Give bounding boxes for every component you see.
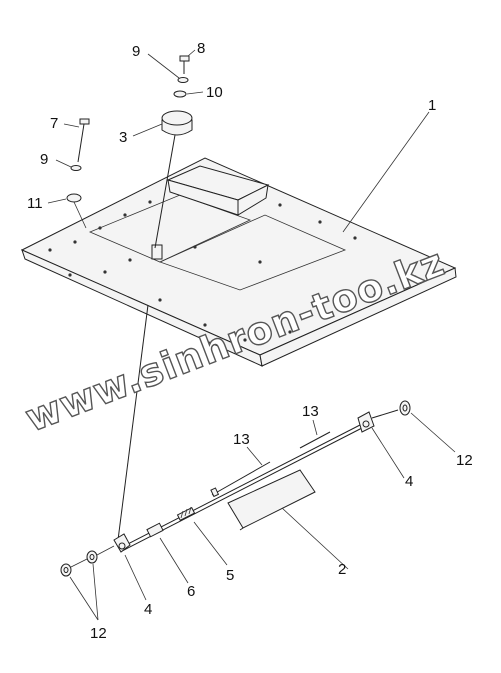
callout-4-right: 4: [405, 473, 413, 490]
callout-8: 8: [197, 40, 205, 57]
callout-13-left: 13: [233, 431, 250, 448]
bushing-6: [146, 522, 164, 538]
washer-9-top: [177, 77, 189, 83]
washer-9-left: [70, 165, 82, 171]
floor-panel: [20, 157, 457, 367]
panel-holes: [48, 200, 417, 342]
callout-2: 2: [338, 561, 346, 578]
link-rod: [117, 304, 149, 541]
nut-10: [173, 90, 187, 98]
callout-9-top: 9: [132, 43, 140, 60]
callout-12-left: 12: [90, 625, 107, 642]
callouts: 1 2 3 4 4 5 6 7 8 9 9 10 11 12 12 13 13: [27, 40, 473, 642]
callout-9-left: 9: [40, 151, 48, 168]
callout-1: 1: [428, 97, 436, 114]
bolt-7: [77, 118, 90, 163]
grommet-11: [66, 193, 82, 203]
lever-13b: [299, 431, 331, 449]
callout-5: 5: [226, 567, 234, 584]
callout-4-left: 4: [144, 601, 152, 618]
bracket-4-left: [113, 533, 131, 553]
callout-6: 6: [187, 583, 195, 600]
cover-3: [154, 110, 193, 249]
pedal-plate-2: [227, 469, 316, 531]
spring-5: [176, 506, 196, 521]
callout-7: 7: [50, 115, 58, 132]
washers-12: [60, 400, 411, 577]
callout-11: 11: [27, 195, 43, 212]
callout-3: 3: [119, 129, 127, 146]
bracket-4-right: [357, 409, 399, 433]
lever-13a: [211, 461, 271, 496]
leader-lines: [47, 49, 456, 621]
callout-12-right: 12: [456, 452, 473, 469]
callout-10: 10: [206, 84, 223, 101]
callout-13-right: 13: [302, 403, 319, 420]
bolt-8: [179, 55, 190, 74]
